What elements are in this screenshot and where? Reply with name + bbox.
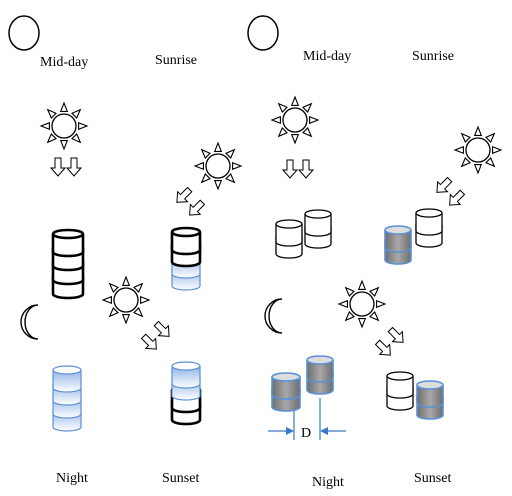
right-midday-collector-b (304, 209, 332, 249)
right-sunset-collector-b (416, 380, 444, 420)
right-sunrise-sun-icon (453, 125, 503, 175)
left-sunrise-sun-icon (193, 141, 243, 191)
right-midday-label: Mid-day (303, 49, 351, 64)
left-sunset-sun-icon (101, 275, 151, 325)
right-midday-sun-icon (270, 95, 320, 145)
right-sunrise-arrows-icon (436, 176, 466, 206)
left-night-moon-icon (20, 304, 39, 340)
right-night-moon-icon (264, 298, 283, 334)
right-sunrise-label: Sunrise (412, 49, 454, 64)
right-midday-collector-a (275, 219, 303, 259)
right-sunrise-collector-b (415, 208, 443, 248)
left-sunrise-label: Sunrise (155, 53, 197, 68)
right-sunset-label: Sunset (414, 471, 451, 486)
left-midday-arrows-icon (49, 157, 83, 177)
right-midday-arrows-icon (281, 159, 315, 179)
left-sunset-label: Sunset (162, 471, 199, 486)
left-sunrise-collector (170, 226, 202, 291)
right-sunset-collector-a (386, 371, 414, 411)
spacing-dimension (268, 398, 346, 440)
panel-a-circle-icon (8, 15, 40, 51)
spacing-d-label: D (301, 426, 311, 441)
left-night-collector (52, 365, 82, 432)
right-sunset-arrows-icon (374, 326, 404, 356)
right-night-collector-b (306, 355, 334, 395)
left-sunrise-arrows-icon (176, 186, 206, 216)
left-midday-collector (51, 228, 85, 300)
panel-b-circle-icon (247, 15, 279, 51)
left-sunset-collector (170, 361, 202, 426)
left-night-label: Night (56, 471, 88, 486)
left-sunset-arrows-icon (140, 320, 170, 350)
right-sunrise-collector-a (384, 225, 412, 265)
left-midday-sun-icon (39, 101, 89, 151)
left-midday-label: Mid-day (40, 55, 88, 70)
right-night-collector-a (271, 372, 301, 412)
right-sunset-sun-icon (337, 279, 387, 329)
right-night-label: Night (312, 475, 344, 490)
